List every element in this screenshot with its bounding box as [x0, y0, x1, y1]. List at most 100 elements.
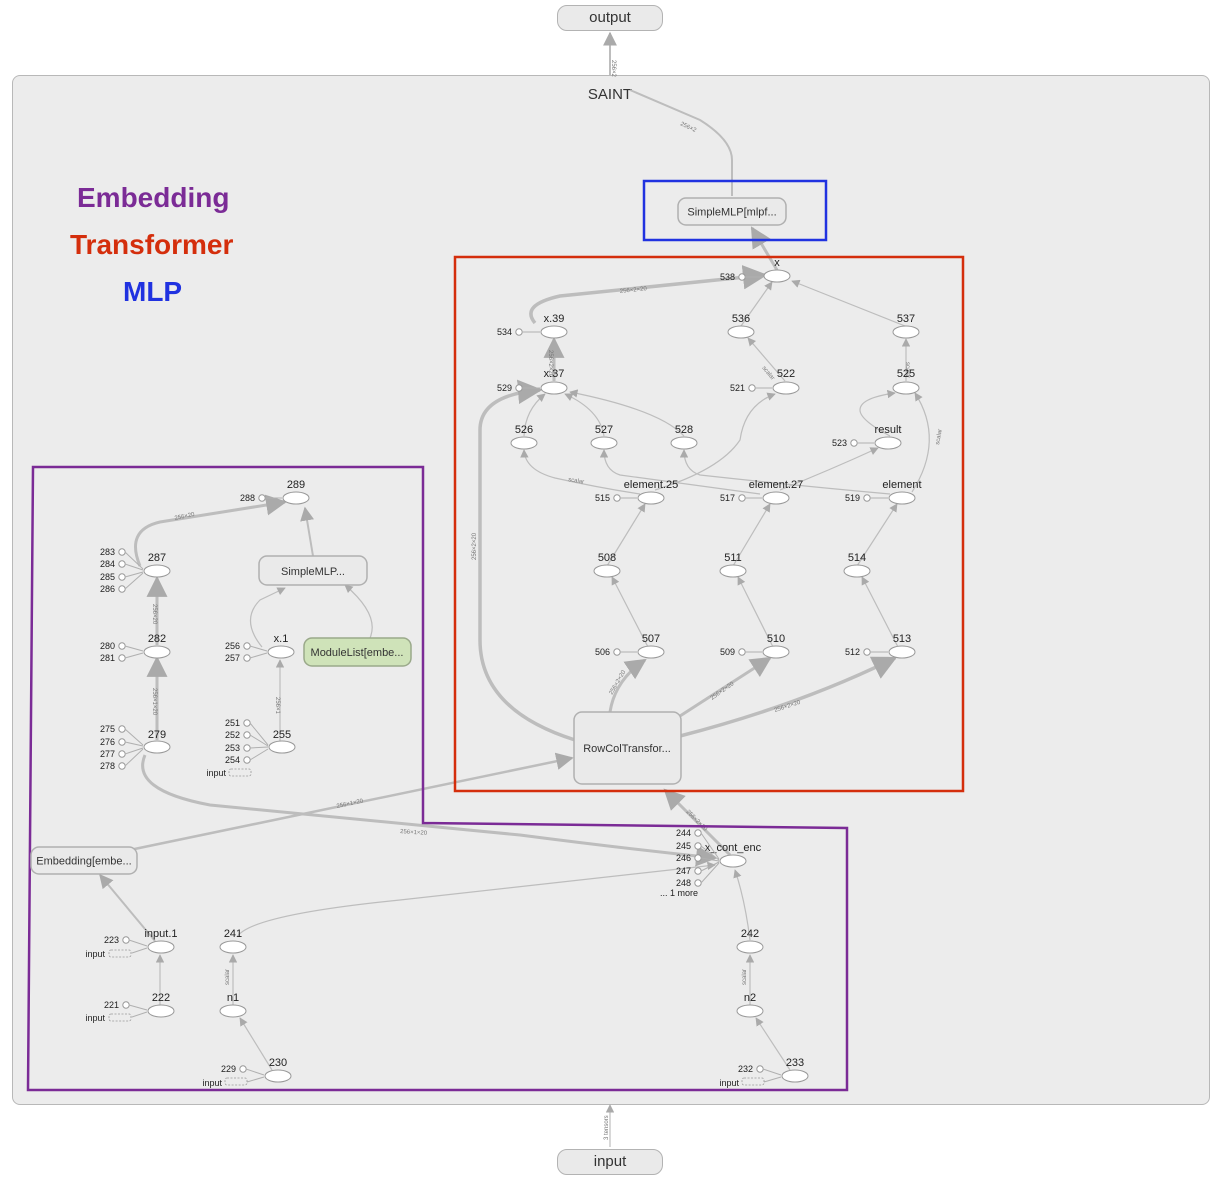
node-n1: [219, 1004, 247, 1018]
node-508: [593, 564, 621, 578]
edge-x1-mlp: [249, 587, 286, 648]
module-rowcol-transformer[interactable]: RowColTransfor...: [573, 711, 682, 785]
svg-text:510: 510: [767, 633, 785, 645]
svg-text:scalar: scalar: [742, 969, 748, 985]
edge-511-e27: [732, 503, 771, 567]
svg-text:275: 275: [100, 724, 115, 734]
module-module-list[interactable]: ModuleList[embe...: [303, 637, 412, 667]
node-233: [781, 1069, 809, 1083]
svg-text:246: 246: [676, 853, 691, 863]
svg-text:277: 277: [100, 749, 115, 759]
svg-text:537: 537: [897, 313, 915, 325]
svg-text:223: 223: [104, 935, 119, 945]
legend-mlp: MLP: [123, 276, 183, 307]
svg-text:256×1×20: 256×1×20: [151, 688, 157, 716]
svg-text:278: 278: [100, 761, 115, 771]
svg-text:222: 222: [152, 992, 170, 1004]
svg-text:element.27: element.27: [749, 479, 803, 491]
svg-text:515: 515: [595, 493, 610, 503]
svg-text:x.1: x.1: [274, 633, 289, 645]
svg-text:244: 244: [676, 828, 691, 838]
transformer-highlight-box: [453, 255, 965, 793]
svg-text:286: 286: [100, 584, 115, 594]
svg-text:256×2: 256×2: [610, 60, 616, 78]
edge-x-mlp: [750, 226, 779, 271]
node-x-cont-enc: [719, 854, 747, 868]
node-element27: [762, 491, 790, 505]
svg-text:245: 245: [676, 841, 691, 851]
edge-537-x: [791, 279, 906, 327]
svg-text:536: 536: [732, 313, 750, 325]
edge-rc-507: [608, 658, 647, 713]
node-279: [143, 740, 171, 754]
svg-text:512: 512: [845, 647, 860, 657]
node-222: [147, 1004, 175, 1018]
svg-text:522: 522: [777, 368, 795, 380]
node-525: [892, 381, 920, 395]
svg-text:256×2×20: 256×2×20: [609, 669, 628, 696]
svg-text:256×2×20: 256×2×20: [472, 532, 478, 560]
edge-e27-result: [779, 447, 879, 491]
svg-text:280: 280: [100, 641, 115, 651]
svg-text:scalar: scalar: [225, 969, 231, 985]
module-simple-mlp-top[interactable]: SimpleMLP[mlpf...: [677, 197, 787, 226]
svg-text:517: 517: [720, 493, 735, 503]
node-289: [282, 491, 310, 505]
svg-text:288: 288: [240, 493, 255, 503]
node-242: [736, 940, 764, 954]
svg-text:247: 247: [676, 866, 691, 876]
svg-text:538: 538: [720, 272, 735, 282]
svg-text:528: 528: [675, 424, 693, 436]
edge-536-x: [740, 281, 773, 327]
edge-508-e25: [606, 503, 646, 567]
svg-text:256×1: 256×1: [274, 697, 280, 715]
edge-233-n2: [755, 1017, 791, 1071]
svg-text:256×2×20: 256×2×20: [620, 286, 648, 295]
edge-242-enc: [733, 869, 751, 941]
edge-279-enc: [141, 754, 718, 867]
edge-mlp-289: [300, 506, 314, 557]
svg-text:248: 248: [676, 878, 691, 888]
graph-title: SAINT: [587, 86, 633, 103]
output-node[interactable]: output: [557, 5, 663, 31]
edge-el-525: [911, 392, 930, 493]
svg-text:x.37: x.37: [544, 368, 565, 380]
node-element25: [637, 491, 665, 505]
node-result: [874, 436, 902, 450]
svg-text:x.39: x.39: [544, 313, 565, 325]
svg-text:289: 289: [287, 479, 305, 491]
input-node[interactable]: input: [557, 1149, 663, 1175]
edge-230-n1: [239, 1017, 273, 1071]
svg-text:256×2: 256×2: [679, 121, 697, 134]
node-514: [843, 564, 871, 578]
svg-text:287: 287: [148, 552, 166, 564]
node-527: [590, 436, 618, 450]
svg-text:506: 506: [595, 647, 610, 657]
svg-text:509: 509: [720, 647, 735, 657]
embedding-highlight-box: [26, 465, 849, 1092]
svg-text:285: 285: [100, 572, 115, 582]
node-255: [268, 740, 296, 754]
edge-528-x37: [569, 389, 685, 437]
svg-text:input: input: [85, 949, 105, 959]
node-510: [762, 645, 790, 659]
module-embedding[interactable]: Embedding[embe...: [30, 846, 138, 875]
svg-text:511: 511: [724, 552, 742, 564]
edge-rc-510: [679, 656, 772, 718]
svg-text:276: 276: [100, 737, 115, 747]
edge-e27-527: [599, 449, 761, 495]
svg-text:508: 508: [598, 552, 616, 564]
svg-text:242: 242: [741, 928, 759, 940]
svg-text:521: 521: [730, 383, 745, 393]
svg-text:232: 232: [738, 1064, 753, 1074]
node-element: [888, 491, 916, 505]
node-labels: x x.39 536 537 x.37 522 525 526 527 528 …: [144, 257, 921, 1069]
svg-text:284: 284: [100, 559, 115, 569]
svg-text:RowColTransfor...: RowColTransfor...: [583, 743, 671, 755]
svg-text:534: 534: [497, 327, 512, 337]
module-simple-mlp-left[interactable]: SimpleMLP...: [258, 555, 368, 586]
svg-text:scalar: scalar: [935, 429, 944, 446]
svg-text:ModuleList[embe...: ModuleList[embe...: [311, 647, 404, 659]
node-513: [888, 645, 916, 659]
op-nodes[interactable]: [143, 269, 920, 1083]
